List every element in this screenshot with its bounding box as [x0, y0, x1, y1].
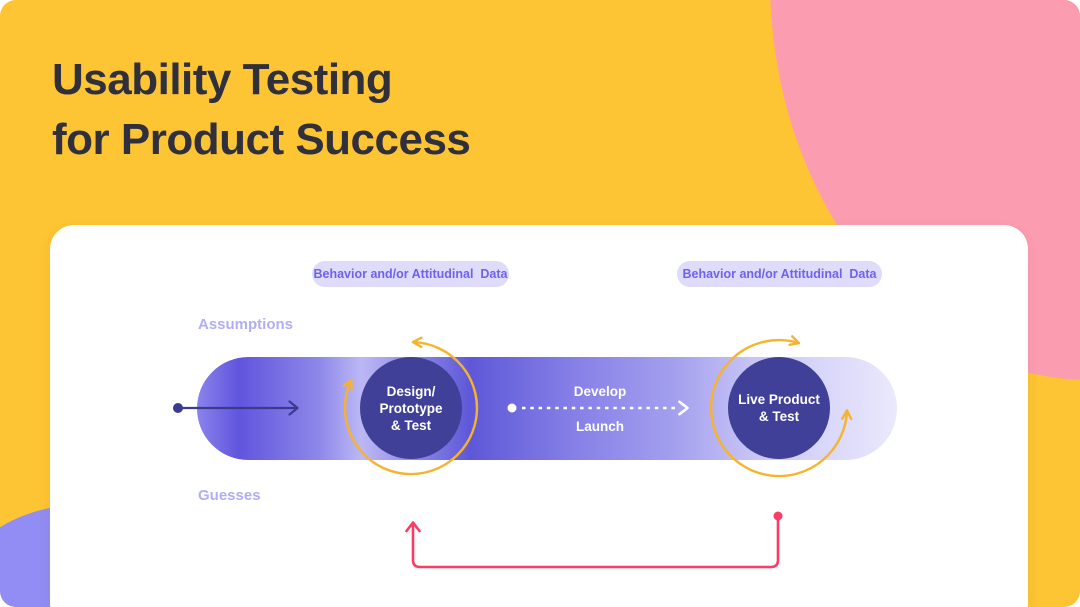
badge-behavioral-data-left: Behavior and/or Attitudinal Data	[312, 261, 509, 287]
design-node-line3: & Test	[390, 417, 432, 433]
design-prototype-test-node: Design/ Prototype & Test	[360, 357, 462, 459]
design-node-line2: Prototype	[379, 400, 443, 416]
guesses-label: Guesses	[198, 487, 261, 504]
page-title-line1: Usability Testing	[52, 55, 393, 104]
page-title-line2: for Product Success	[52, 115, 471, 164]
page-title: Usability Testing for Product Success	[52, 50, 471, 170]
design-node-line1: Design/	[386, 383, 436, 399]
live-product-test-node: Live Product & Test	[728, 357, 830, 459]
live-node-line2: & Test	[758, 409, 800, 424]
live-node-line1: Live Product	[738, 392, 820, 407]
develop-label: Develop	[573, 384, 627, 399]
launch-label: Launch	[575, 419, 624, 434]
assumptions-label: Assumptions	[198, 316, 294, 333]
badge-behavioral-data-right: Behavior and/or Attitudinal Data	[677, 261, 882, 287]
